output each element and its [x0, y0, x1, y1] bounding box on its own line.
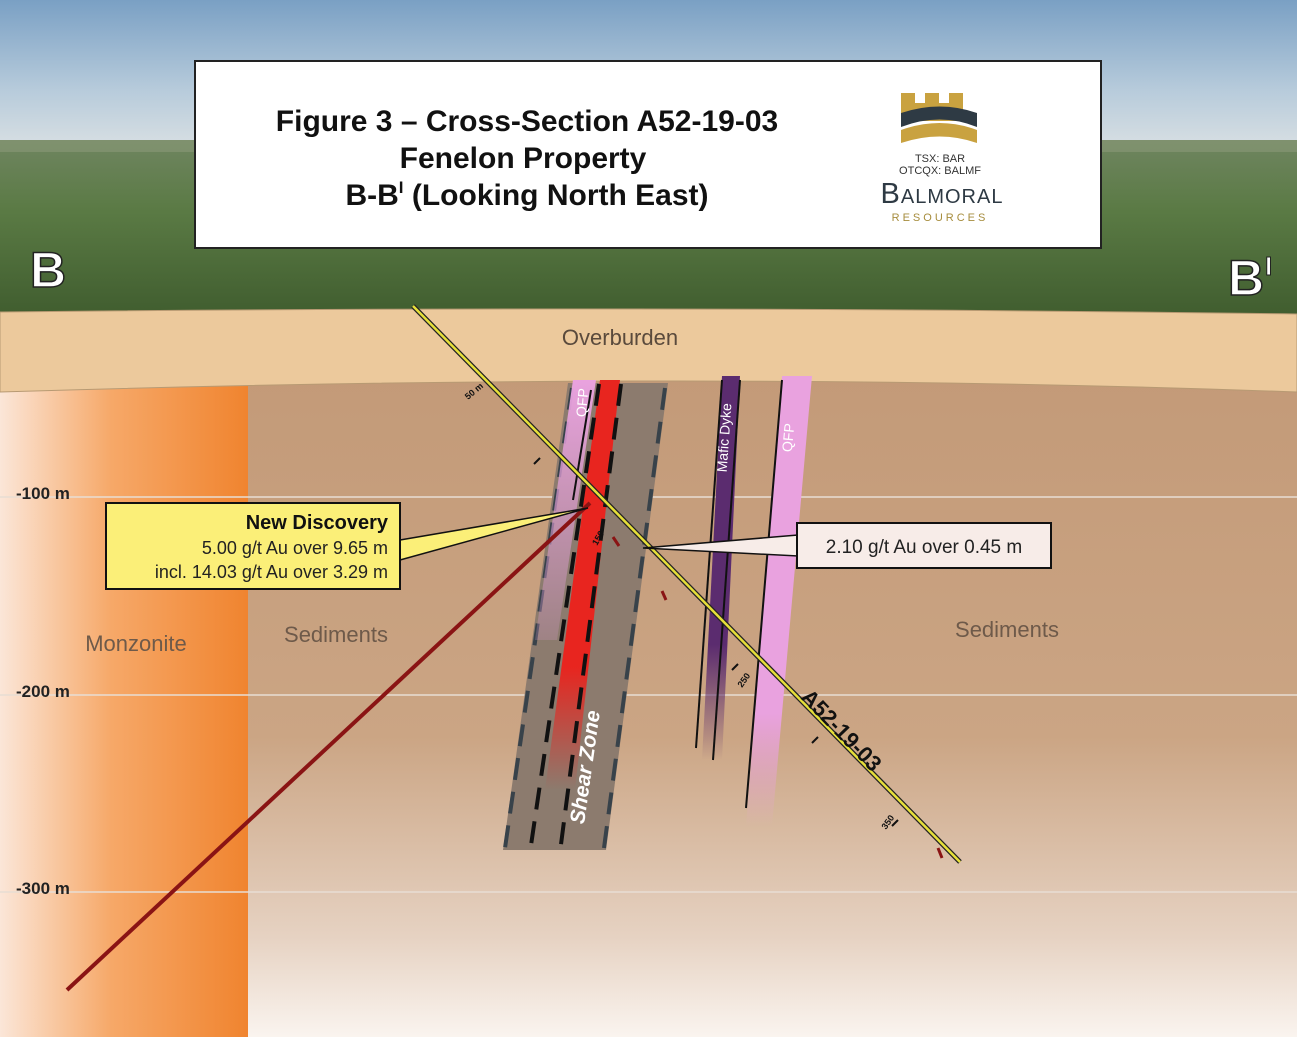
- sediments-left-label: Sediments: [284, 622, 388, 647]
- title-line2: Fenelon Property: [400, 142, 647, 175]
- mafic-dyke: [702, 376, 740, 760]
- previous-drill-hole: [65, 501, 592, 992]
- title-line3: B-BI (Looking North East): [345, 178, 708, 212]
- monzonite-label: Monzonite: [85, 631, 187, 656]
- depth-label-200: -200 m: [16, 682, 70, 701]
- logo-otcqx: OTCQX: BALMF: [899, 165, 981, 177]
- discovery-line1: 5.00 g/t Au over 9.65 m: [202, 538, 388, 558]
- discovery-title: New Discovery: [246, 512, 389, 534]
- qfp-right-label: QFP: [779, 423, 797, 453]
- qfp-right-dyke: [746, 376, 812, 826]
- mineralized-zone: [545, 380, 620, 790]
- depth-label-100: -100 m: [16, 484, 70, 503]
- overburden-unit: [0, 308, 1297, 393]
- balmoral-logo: TSX: BAR OTCQX: BALMF Balmoral RESOURCES: [881, 93, 1004, 224]
- logo-tsx: TSX: BAR: [915, 153, 965, 165]
- secondary-callout-box: [796, 522, 1052, 569]
- title-box: [194, 60, 1102, 249]
- logo-name: Balmoral: [881, 178, 1004, 210]
- section-label-prime-mark: I: [1265, 251, 1272, 281]
- title-line1: Figure 3 – Cross-Section A52-19-03: [276, 105, 778, 138]
- sediments-right-label: Sediments: [955, 617, 1059, 642]
- qfp-left-label: QFP: [573, 388, 591, 418]
- discovery-line2: incl. 14.03 g/t Au over 3.29 m: [155, 562, 388, 582]
- section-label-b-prime: B: [1228, 250, 1264, 306]
- discovery-callout-box: [105, 502, 401, 590]
- secondary-callout-text: 2.10 g/t Au over 0.45 m: [826, 537, 1022, 558]
- section-label-b: B: [30, 242, 66, 298]
- mafic-dyke-label: Mafic Dyke: [714, 402, 735, 472]
- overburden-label: Overburden: [562, 325, 678, 350]
- depth-label-300: -300 m: [16, 879, 70, 898]
- qfp-left-dyke: [535, 380, 596, 640]
- monzonite-unit: [0, 370, 248, 1037]
- logo-sub: RESOURCES: [892, 212, 989, 224]
